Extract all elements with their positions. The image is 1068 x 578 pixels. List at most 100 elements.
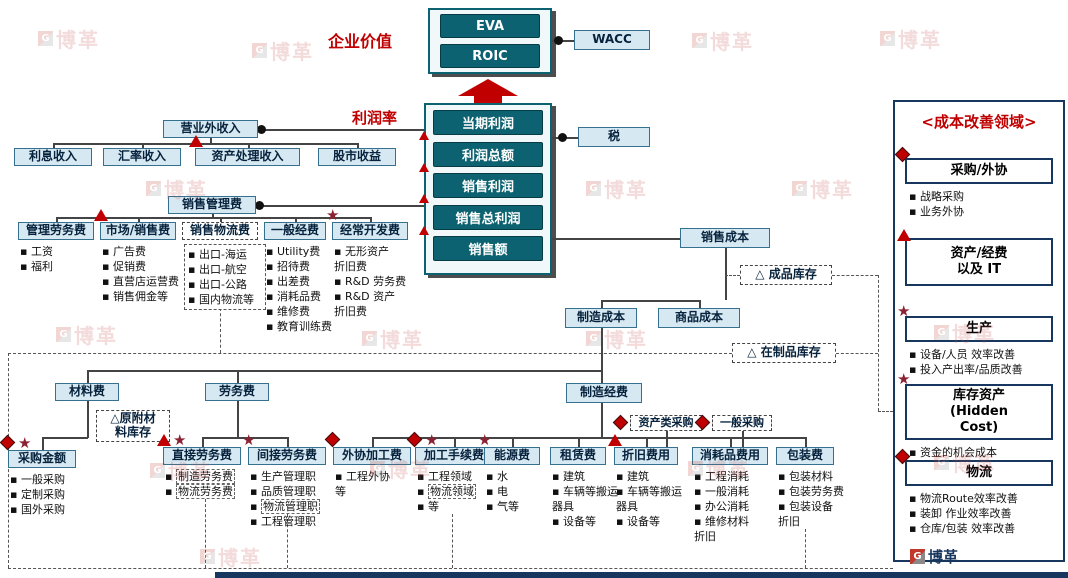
dashed-highlight: 物流劳务费 [175,484,235,499]
wip-inventory: △ 在制品库存 [732,343,836,363]
bullet-item: ▪ 建筑 [552,470,585,483]
connector-line [220,308,221,353]
bullet-list-sales-logistics-expense: ▪ 出口-海运▪ 出口-航空▪ 出口-公路▪ 国内物流等 [184,244,266,310]
bullet-item: ▪ 等 [417,500,439,513]
bullet-item: ▪ 消耗品费 [266,290,321,303]
bullet-item: ▪ 装卸 作业效率改善 [909,507,1012,520]
inventory-asset: 库存资产 (Hidden Cost) [905,384,1053,440]
connector-line [202,437,288,439]
brand-name: 博革 [380,328,424,352]
brand-name: 博革 [604,178,648,202]
brand-logo-icon: G [586,181,601,196]
bullet-item: ▪ 一般采购 [10,473,65,486]
connector-line [42,437,44,451]
connector-line [87,370,601,372]
brand-logo-icon: G [586,331,601,346]
connector-line [512,437,514,448]
bullet-item: ▪ 福利 [20,260,53,273]
bullet-list-processing-commission: ▪ 工程领域▪ 物流领域▪ 等 [417,469,497,514]
asset-expense-it: 资产/经费 以及 IT [905,238,1053,286]
connector-line [287,437,289,448]
connector-line [142,143,144,149]
rent-cost: 租赁费 [550,447,606,465]
brand-name: 博革 [928,548,959,566]
connector-line [220,217,222,223]
connector-line [372,437,806,439]
bullet-item: ▪ 包装劳务费 [778,485,844,498]
brand-logo-icon: G [792,181,807,196]
manufacturing-cost: 制造成本 [565,308,637,328]
bullet-item: ▪ 物流劳务费 [165,484,235,499]
rd-expense: 经常开发费 [332,222,408,240]
brand-logo-icon: G [150,463,165,478]
bullet-item: ▪ 水 [486,470,508,483]
bullet-item: ▪ 广告费 [102,245,146,258]
bullet-item: ▪ 维修材料 折旧 [694,515,749,543]
goods-cost: 商品成本 [658,308,740,328]
bullet-item: ▪ 直营店运营费 [102,275,179,288]
connector-line [552,238,680,240]
outsourcing-processing-fee: 外协加工费 [333,447,411,465]
bullet-item: ▪ 投入产出率/品质改善 [909,363,1023,376]
connector-line [452,514,453,568]
brand-name: 博革 [56,28,100,52]
roic-box: ROIC [440,44,540,68]
bullet-item: ▪ 出差费 [266,275,310,288]
brand-logo-icon: G [200,549,215,564]
triangle-marker [419,194,429,203]
procurement-outsourcing: 采购/外协 [905,158,1053,184]
profit-rate-label: 利润率 [352,109,398,127]
diamond-marker [406,431,423,448]
connector-line [805,529,806,568]
connector-line [205,499,206,568]
connector-line [53,143,357,145]
star-marker: ★ [18,434,32,452]
raw-material-inventory: △原附材 料库存 [96,410,170,442]
connector-line [42,437,88,439]
brand-logo-icon: G [880,31,895,46]
bullet-list-outsourcing-processing-fee: ▪ 工程外协 等 [335,469,423,499]
connector-line [287,514,288,568]
diamond-marker [0,434,16,451]
marketing-sales-expense: 市场/销售费 [100,222,176,240]
brand-name: 博革 [810,178,854,202]
connector-line [578,437,580,448]
bullet-item: ▪ 国内物流等 [188,293,254,306]
bullet-item: ▪ 工程领域 [417,470,472,483]
brand-name: 博革 [218,546,262,570]
panel-bullets-production: ▪ 设备/人员 效率改善▪ 投入产出率/品质改善 [909,347,1061,377]
brand-name: 博革 [710,30,754,54]
brand-logo-icon: G [692,33,707,48]
logistics: 物流 [905,460,1053,486]
bullet-item: ▪ 工资 [20,245,53,258]
bullet-item: ▪ 设备等 [616,515,660,528]
bullet-item: ▪ 促销费 [102,260,146,273]
connector-line [256,205,424,207]
connector-line [237,401,239,438]
triangle-marker [897,229,911,241]
connector-line [87,401,89,438]
bullet-list-direct-labor-expense: ▪ 制造劳务费▪ 物流劳务费 [165,469,249,499]
connector-line [601,328,603,384]
bullet-item: ▪ 建筑 [616,470,649,483]
bullet-item: ▪ 包装设备 折旧 [778,500,833,528]
connector-line [53,143,55,149]
triangle-marker [419,131,429,140]
connector-line [699,300,701,309]
asset-disposal-income: 资产处理收入 [195,148,300,166]
bullet-list-energy-cost: ▪ 水▪ 电▪ 气等 [486,469,552,514]
brand-name: 博革 [74,324,118,348]
bullet-item: ▪ 资金的机会成本 [909,446,997,459]
connector-line [202,437,204,448]
processing-commission: 加工手续费 [415,447,493,465]
brand-logo-icon: G [56,327,71,342]
general-purchase: 一般采购 [712,415,772,431]
connector-line [87,370,89,384]
